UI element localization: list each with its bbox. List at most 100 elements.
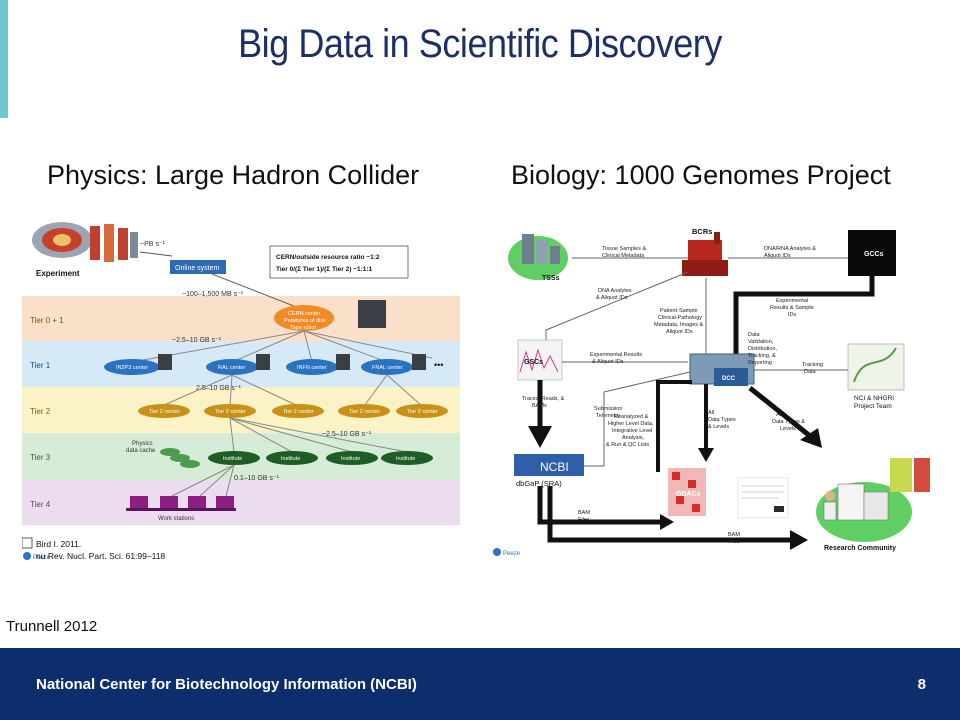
arrow-head	[660, 514, 674, 530]
flow-label: Data	[804, 369, 817, 375]
flow-label: DNA/RNA Analytes &	[764, 246, 816, 252]
work-stations-label: Work stations	[158, 516, 194, 522]
page-number: 8	[917, 676, 926, 693]
gsc-label: GSCs	[524, 359, 543, 366]
tier2-label: Tier 2 center	[407, 409, 438, 415]
flow-label: Data	[748, 332, 761, 338]
dcc-label: DCC	[722, 376, 736, 382]
research-community-icon	[816, 458, 930, 542]
lhc-diagram: Tier 0 + 1 Tier 1 Tier 2 Tier 3 Tier 4 E…	[21, 218, 462, 566]
flow-label: Data Types &	[772, 419, 805, 425]
tier1-label: RAL center	[218, 365, 245, 371]
flow-label: Clinical-Pathology	[658, 315, 702, 321]
flow-label: IDs	[788, 312, 797, 318]
arrow-head	[528, 426, 552, 448]
server-icon	[336, 354, 350, 370]
rate-label: ~2.5–10 GB s⁻¹	[172, 337, 222, 344]
rate-label: ~2.5–10 GB s⁻¹	[322, 431, 372, 438]
peeze-icon	[493, 548, 501, 556]
cern-center-label: Petabytes of disk	[284, 318, 326, 324]
arrow-head	[790, 530, 808, 550]
tier2-node	[338, 404, 390, 418]
experiment-label: Experiment	[36, 269, 80, 278]
flow-label: Tracking	[802, 362, 823, 368]
tier-label: Tier 3	[30, 453, 51, 462]
flow-label: & Levels	[708, 424, 729, 430]
rate-label: 0.1–10 GB s⁻¹	[234, 475, 280, 482]
tier2-label: Tier 2 center	[283, 409, 314, 415]
online-system-label: Online system	[175, 265, 220, 272]
footer-text: National Center for Biotechnology Inform…	[36, 676, 417, 693]
nci-label: NCI & NHGRI	[854, 395, 894, 402]
tier-label: Tier 0 + 1	[30, 316, 64, 325]
tier2-label: Tier 2 center	[349, 409, 380, 415]
tier2-node	[138, 404, 190, 418]
rate-label: 2.5–10 GB s⁻¹	[196, 385, 242, 392]
server-icon	[158, 354, 172, 370]
source-marker	[21, 537, 33, 549]
tier-band	[22, 296, 460, 341]
biology-heading: Biology: 1000 Genomes Project	[511, 160, 891, 190]
bcr-factory-icon	[682, 232, 728, 276]
flow-label: Patient-Sample	[660, 308, 698, 314]
flow-label: Reanalyzed &	[614, 414, 649, 420]
genomes-diagram: TSSs Tissue Samples & Clinical Metadata …	[492, 222, 938, 558]
tier-band	[22, 480, 460, 525]
tier2-node	[204, 404, 256, 418]
detector-icon	[32, 222, 138, 262]
tier-label: Tier 2	[30, 407, 51, 416]
flow-label: & Aliquot IDs	[592, 359, 624, 365]
arrow-head	[800, 428, 822, 448]
slide-title: Big Data in Scientific Discovery	[238, 22, 722, 66]
flow-label: Data Types	[708, 417, 736, 423]
pb-rate-label: ~PB s⁻¹	[140, 241, 166, 248]
flow-label: Traces, Reads, &	[522, 396, 565, 402]
flow-label: Files	[578, 517, 590, 523]
flow-label: Reporting	[748, 360, 772, 366]
citation: Trunnell 2012	[6, 618, 98, 635]
gdac-label: GDACs	[676, 491, 701, 498]
source-line: Bird I. 2011.	[36, 539, 81, 549]
tier1-node	[206, 359, 258, 375]
dbgap-label: dbGaP (SRA)	[516, 479, 562, 488]
flow-label: DNA Analytes	[598, 288, 632, 294]
flow-label: Analysis,	[622, 435, 644, 441]
tier2-label: Tier 2 center	[149, 409, 180, 415]
peeze-label: Peeze	[503, 551, 521, 557]
flow-label: BAM	[578, 510, 590, 516]
physics-cache-label: Physics	[132, 441, 153, 447]
bcr-label: BCRs	[692, 227, 712, 236]
flow-label: Telemetry	[596, 413, 620, 419]
cern-center-label: Tape robot	[290, 325, 316, 331]
flow-label: Submission	[594, 406, 622, 412]
flow-label: Tissue Samples &	[602, 246, 646, 252]
flow-label: BAMs	[532, 403, 547, 409]
flow-label: & Aliquot IDs	[596, 295, 628, 301]
institute-node	[326, 451, 378, 465]
dcc-screen	[714, 368, 748, 386]
flow-label: Levels	[780, 426, 796, 432]
flow-label: All	[776, 412, 782, 418]
server-icon	[358, 300, 386, 328]
flow-label: Clinical Metadata	[602, 253, 645, 259]
physics-cache-label: data cache	[126, 448, 156, 454]
flow-label: Files	[728, 539, 740, 545]
data-cache-icon	[160, 448, 200, 468]
ratio-line: Tier 0/(Σ Tier 1)/(Σ Tier 2) ~1:1:1	[276, 266, 373, 273]
arrow-head	[698, 448, 714, 462]
tier2-node	[396, 404, 448, 418]
flow-label: Metadata, Images &	[654, 322, 704, 328]
flow-label: Aliquot IDs	[666, 329, 693, 335]
online-system-box	[170, 260, 226, 274]
tss-label: TSSs	[542, 275, 560, 282]
accent-bar	[0, 0, 8, 118]
tier-label: Tier 4	[30, 500, 51, 509]
flow-label: Integrative Level	[612, 428, 652, 434]
server-icon	[412, 354, 426, 370]
flow-label: All	[708, 410, 714, 416]
ncbi-box	[514, 454, 584, 476]
nci-box	[847, 343, 905, 391]
ellipsis-label: •••	[434, 360, 443, 370]
tier1-node	[286, 359, 338, 375]
institute-label: Institute	[281, 456, 300, 462]
